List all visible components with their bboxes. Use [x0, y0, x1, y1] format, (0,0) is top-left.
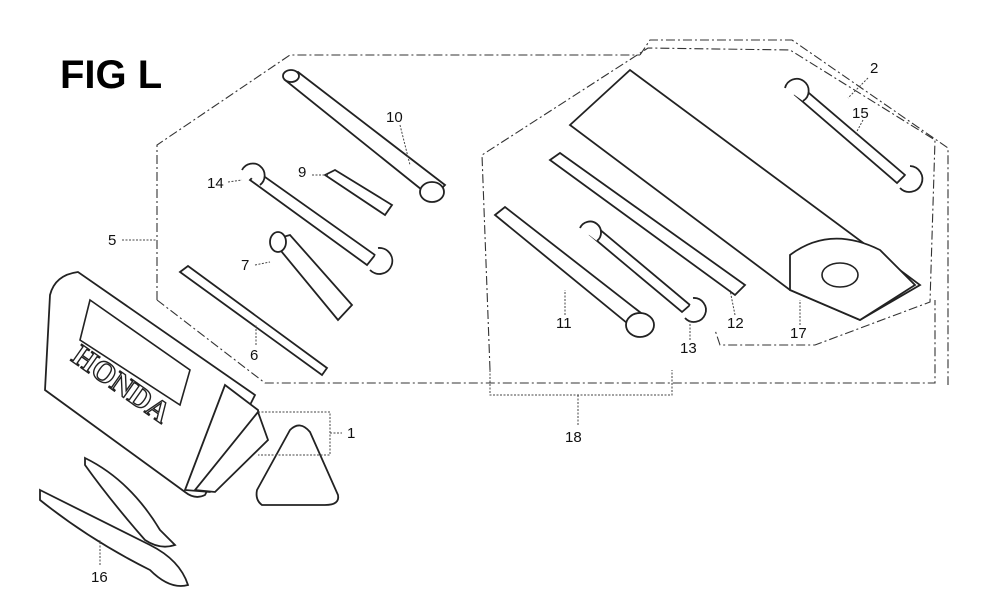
part-13-open-wrench	[579, 220, 707, 323]
group-18-bracket	[489, 370, 673, 396]
part-1-tool-case: HONDA	[44, 271, 340, 506]
part-15-open-wrench	[784, 77, 924, 193]
part-6-screwdriver-shaft	[178, 264, 329, 377]
group-18-outline	[481, 47, 936, 371]
part-10-box-wrench	[282, 69, 447, 203]
group-2-outline	[639, 39, 949, 385]
leader-lines	[99, 77, 869, 565]
callout-14: 14	[207, 175, 224, 192]
callout-2: 2	[870, 60, 878, 77]
callout-1: 1	[347, 425, 355, 442]
callout-17: 17	[790, 325, 807, 342]
group-5-bottom	[156, 299, 936, 384]
callout-16: 16	[91, 569, 108, 586]
callout-6: 6	[250, 347, 258, 364]
figure-title: FIG L	[60, 53, 162, 97]
part-9-screwdriver-bit	[323, 168, 394, 217]
callout-12: 12	[727, 315, 744, 332]
callout-5: 5	[108, 232, 116, 249]
part-14-open-wrench	[241, 162, 394, 275]
callout-13: 13	[680, 340, 697, 357]
callout-7: 7	[241, 257, 249, 274]
callout-10: 10	[386, 109, 403, 126]
part-17-tool-bag	[568, 68, 922, 322]
part-12-bar	[548, 151, 747, 297]
part-16-pliers	[39, 456, 190, 587]
callout-9: 9	[298, 164, 306, 181]
part-11-box-wrench	[493, 205, 655, 338]
part-7-screwdriver-handle	[269, 231, 354, 322]
callout-18: 18	[565, 429, 582, 446]
callout-15: 15	[852, 105, 869, 122]
callout-11: 11	[556, 315, 572, 332]
